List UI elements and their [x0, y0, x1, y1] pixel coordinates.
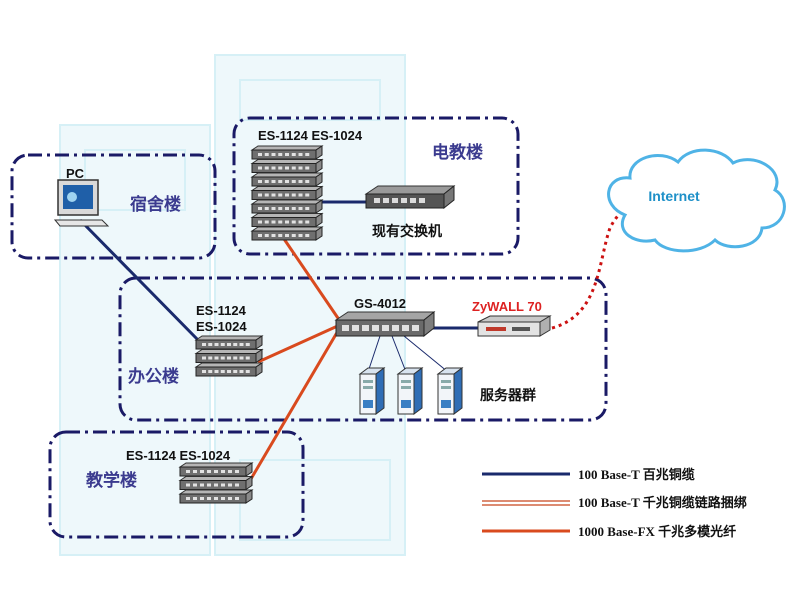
teaching-zone — [48, 430, 305, 539]
legend-label-3: 1000 Base-FX 千兆多模光纤 — [578, 524, 736, 539]
office-fiber-link — [257, 322, 343, 364]
dorm-zone-label: 宿舍楼 — [130, 194, 181, 215]
core-switch-icon — [334, 310, 436, 338]
legend-label-1: 100 Base-T 百兆铜缆 — [578, 467, 695, 482]
pc-to-office-link — [78, 218, 202, 344]
dorm-zone — [10, 153, 217, 260]
teaching-switch-label: ES-1124 ES-1024 — [126, 448, 231, 463]
media-fiber-link — [280, 235, 344, 325]
internet-link — [551, 198, 647, 330]
pc-label: PC — [66, 166, 85, 181]
office-zone — [118, 276, 608, 422]
office-switch-label-1: ES-1124 — [196, 303, 247, 318]
office-switch-stack-icon — [194, 335, 264, 377]
teaching-fiber-link — [246, 323, 344, 485]
internet-cloud-icon — [607, 148, 786, 253]
office-switch-label-2: ES-1024 — [196, 319, 247, 334]
existing-switch-label: 现有交换机 — [372, 223, 442, 240]
server-links — [367, 335, 449, 373]
existing-switch-icon — [364, 184, 456, 210]
legend-label-2: 100 Base-T 千兆铜缆链路捆绑 — [578, 495, 747, 510]
legend: 100 Base-T 百兆铜缆 100 Base-T 千兆铜缆链路捆绑 1000… — [482, 467, 747, 539]
server-group-label: 服务器群 — [480, 387, 536, 404]
teaching-switch-stack-icon — [178, 462, 254, 504]
teaching-zone-label: 教学楼 — [85, 470, 137, 491]
office-zone-label: 办公楼 — [128, 366, 179, 387]
media-switch-stack-icon — [250, 145, 324, 241]
media-switch-label: ES-1124 ES-1024 — [258, 128, 363, 143]
media-zone-label: 电教楼 — [432, 142, 483, 163]
legend-line-2 — [482, 500, 570, 506]
internet-label: Internet — [648, 188, 700, 204]
server-group-icon — [358, 367, 464, 415]
firewall-label: ZyWALL 70 — [472, 299, 542, 314]
firewall-icon — [477, 315, 552, 337]
pc-icon — [53, 179, 110, 227]
media-zone — [232, 116, 520, 256]
core-switch-label: GS-4012 — [354, 296, 406, 311]
